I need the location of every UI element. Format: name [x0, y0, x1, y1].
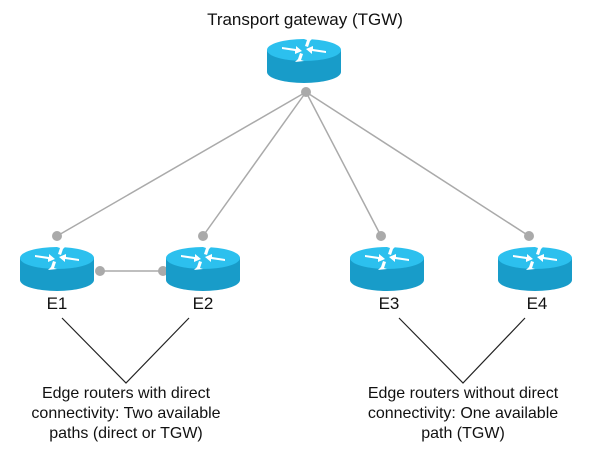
caption-direct-line3: paths (direct or TGW) [49, 425, 203, 442]
link-tgw-e4 [305, 91, 530, 237]
e4-router-icon [498, 246, 572, 291]
caption-no-direct-line3: path (TGW) [421, 425, 505, 442]
caption-direct-line1: Edge routers with direct [41, 385, 211, 402]
e2-port-dot [198, 231, 208, 241]
e2-router-icon [166, 246, 240, 291]
e2-direct-port-dot [158, 266, 168, 276]
caption-no-direct: Edge routers without direct connectivity… [333, 384, 593, 444]
e1-direct-port-dot [95, 266, 105, 276]
e3-label: E3 [378, 294, 400, 313]
caption-no-direct-line2: connectivity: One available [367, 405, 559, 422]
link-tgw-e1 [56, 91, 307, 237]
bracket-no-direct [398, 317, 526, 384]
gateway-label: Transport gateway (TGW) [207, 10, 403, 29]
link-tgw-e3 [305, 91, 382, 237]
e3-router-icon [350, 246, 424, 291]
e1-label: E1 [46, 294, 68, 313]
link-tgw-e2 [202, 91, 307, 237]
tgw-port-dot [301, 87, 311, 97]
e4-label: E4 [526, 294, 548, 313]
caption-no-direct-line1: Edge routers without direct [367, 385, 559, 402]
e3-port-dot [376, 231, 386, 241]
caption-direct-line2: connectivity: Two available [31, 405, 221, 422]
tgw-router-icon [267, 38, 341, 83]
e1-port-dot [52, 231, 62, 241]
e1-router-icon [20, 246, 94, 291]
links [56, 91, 530, 272]
caption-direct: Edge routers with direct connectivity: T… [0, 384, 256, 444]
e2-label: E2 [192, 294, 214, 313]
e4-port-dot [524, 231, 534, 241]
bracket-direct [61, 317, 190, 384]
